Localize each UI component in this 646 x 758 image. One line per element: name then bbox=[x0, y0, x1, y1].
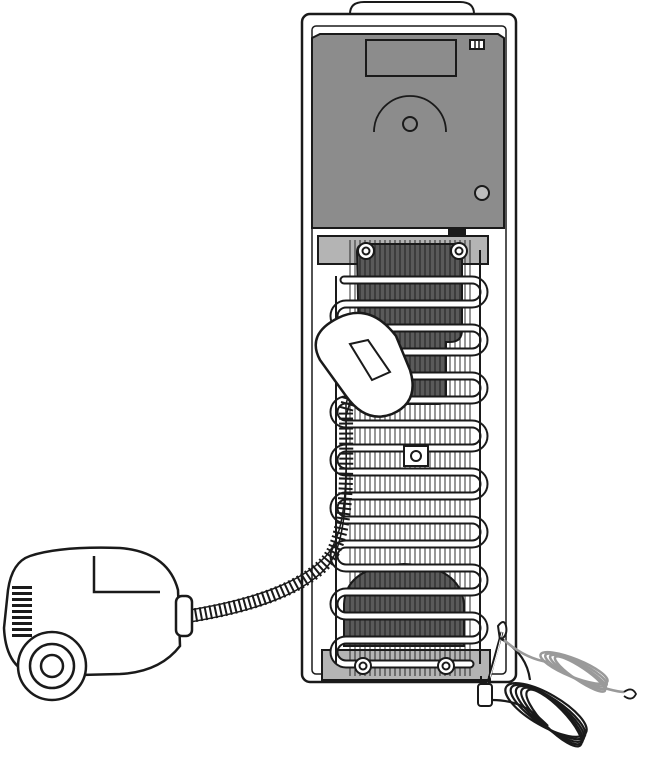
compressor-lower bbox=[343, 562, 465, 647]
water-dispenser bbox=[300, 1, 518, 684]
panel-screw-icon bbox=[474, 185, 490, 201]
ground-wire bbox=[503, 639, 638, 700]
drain-cap-icon bbox=[402, 116, 418, 132]
coiled-power-cord bbox=[491, 637, 588, 748]
vacuum-hose-assembly bbox=[188, 311, 414, 623]
dispenser-top-cap bbox=[348, 1, 476, 15]
power-cord bbox=[477, 631, 588, 748]
power-switch-icon bbox=[469, 39, 485, 50]
vent-grille bbox=[12, 586, 32, 637]
hose-connector bbox=[174, 594, 194, 638]
coil-screws bbox=[354, 242, 468, 675]
plug-icon bbox=[477, 683, 493, 707]
vacuum-nozzle bbox=[314, 311, 414, 418]
vacuum-cleaner bbox=[2, 546, 194, 702]
vacuum-lid-line bbox=[92, 556, 160, 594]
label-plate bbox=[365, 39, 457, 77]
coiled-ground-wire bbox=[539, 650, 609, 693]
ring-terminal-icon bbox=[623, 688, 638, 700]
drain-dial-arc bbox=[373, 95, 447, 133]
